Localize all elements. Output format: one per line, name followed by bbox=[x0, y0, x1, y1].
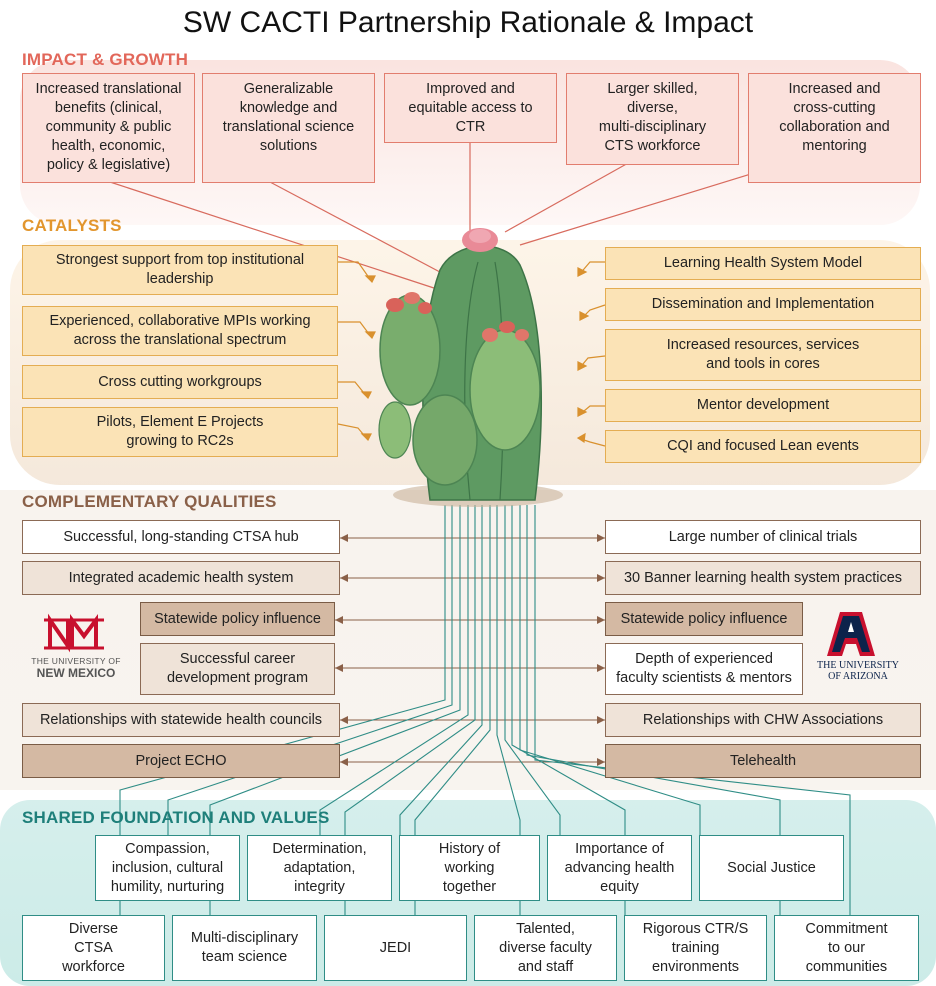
catalyst-right-item: Dissemination and Implementation bbox=[605, 288, 921, 321]
complementary-right-item: Large number of clinical trials bbox=[605, 520, 921, 554]
catalyst-left-item: Experienced, collaborative MPIs working … bbox=[22, 306, 338, 356]
catalyst-right-item: CQI and focused Lean events bbox=[605, 430, 921, 463]
catalyst-left-item: Strongest support from top institutional… bbox=[22, 245, 338, 295]
complementary-left-item: Relationships with statewide health coun… bbox=[22, 703, 340, 737]
unm-logo-line2: NEW MEXICO bbox=[36, 666, 116, 680]
shared-value-item: Compassion, inclusion, cultural humility… bbox=[95, 835, 240, 901]
ua-logo: THE UNIVERSITY OF ARIZONA bbox=[810, 660, 906, 682]
impact-item: Improved and equitable access to CTR bbox=[384, 73, 557, 143]
catalyst-right-item: Learning Health System Model bbox=[605, 247, 921, 280]
impact-item: Generalizable knowledge and translationa… bbox=[202, 73, 375, 183]
shared-value-item: History of working together bbox=[399, 835, 540, 901]
complementary-left-item: Successful career development program bbox=[140, 643, 335, 695]
complementary-left-item: Project ECHO bbox=[22, 744, 340, 778]
shared-value-item: Determination, adaptation, integrity bbox=[247, 835, 392, 901]
complementary-right-item: Relationships with CHW Associations bbox=[605, 703, 921, 737]
complementary-left-item: Successful, long-standing CTSA hub bbox=[22, 520, 340, 554]
shared-foundation-item: Rigorous CTR/S training environments bbox=[624, 915, 767, 981]
catalyst-left-item: Cross cutting workgroups bbox=[22, 365, 338, 399]
shared-value-item: Social Justice bbox=[699, 835, 844, 901]
impact-item: Increased translational benefits (clinic… bbox=[22, 73, 195, 183]
complementary-right-item: Statewide policy influence bbox=[605, 602, 803, 636]
shared-heading: SHARED FOUNDATION AND VALUES bbox=[22, 808, 330, 827]
catalysts-heading: CATALYSTS bbox=[22, 216, 122, 235]
complementary-right-item: Telehealth bbox=[605, 744, 921, 778]
shared-foundation-item: Talented, diverse faculty and staff bbox=[474, 915, 617, 981]
catalyst-right-item: Increased resources, services and tools … bbox=[605, 329, 921, 381]
unm-logo-line1: THE UNIVERSITY OF bbox=[31, 656, 121, 666]
complementary-left-item: Statewide policy influence bbox=[140, 602, 335, 636]
ua-logo-line2: OF ARIZONA bbox=[828, 671, 888, 682]
shared-foundation-item: JEDI bbox=[324, 915, 467, 981]
catalyst-right-item: Mentor development bbox=[605, 389, 921, 422]
shared-value-item: Importance of advancing health equity bbox=[547, 835, 692, 901]
unm-logo-mark bbox=[44, 613, 104, 653]
complementary-right-item: 30 Banner learning health system practic… bbox=[605, 561, 921, 595]
page-title: SW CACTI Partnership Rationale & Impact bbox=[182, 6, 754, 39]
impact-heading: IMPACT & GROWTH bbox=[22, 50, 189, 69]
complementary-heading: COMPLEMENTARY QUALITIES bbox=[22, 492, 277, 511]
impact-item: Larger skilled, diverse, multi-disciplin… bbox=[566, 73, 739, 165]
shared-foundation-item: Diverse CTSA workforce bbox=[22, 915, 165, 981]
shared-foundation-item: Multi-disciplinary team science bbox=[172, 915, 317, 981]
impact-item: Increased and cross-cutting collaboratio… bbox=[748, 73, 921, 183]
catalyst-left-item: Pilots, Element E Projects growing to RC… bbox=[22, 407, 338, 457]
ua-logo-mark bbox=[827, 612, 875, 656]
ua-logo-line1: THE UNIVERSITY bbox=[817, 660, 899, 671]
unm-logo: THE UNIVERSITY OF NEW MEXICO bbox=[20, 656, 132, 680]
shared-foundation-item: Commitment to our communities bbox=[774, 915, 919, 981]
complementary-left-item: Integrated academic health system bbox=[22, 561, 340, 595]
cactus-illustration bbox=[378, 228, 563, 507]
complementary-right-item: Depth of experienced faculty scientists … bbox=[605, 643, 803, 695]
